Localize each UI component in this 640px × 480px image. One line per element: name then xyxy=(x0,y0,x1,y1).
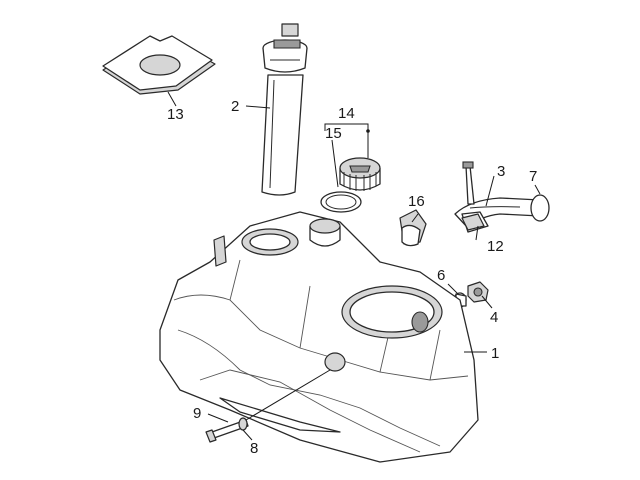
part-15-seal-ring xyxy=(320,191,362,213)
fuel-cap xyxy=(339,157,381,191)
label-part-4: 4 xyxy=(490,309,498,326)
part-14-bracket xyxy=(324,123,370,188)
label-part-7: 7 xyxy=(529,168,537,185)
part-16-grommet xyxy=(399,209,427,247)
part-2-fuel-sender-tube xyxy=(261,23,308,196)
part-1-fuel-tank xyxy=(159,211,479,463)
part-8-washer xyxy=(238,417,248,431)
label-part-2: 2 xyxy=(231,98,239,115)
label-part-6: 6 xyxy=(437,267,445,284)
label-part-15: 15 xyxy=(325,125,342,142)
label-part-9: 9 xyxy=(193,405,201,422)
label-part-14: 14 xyxy=(338,105,355,122)
part-13-gasket-plate xyxy=(102,35,216,95)
label-part-8: 8 xyxy=(250,440,258,457)
label-part-12: 12 xyxy=(487,238,504,255)
label-part-1: 1 xyxy=(491,345,499,362)
leader-lines xyxy=(167,91,541,441)
label-part-16: 16 xyxy=(408,193,425,210)
label-part-13: 13 xyxy=(167,106,184,123)
part-7-hose-clamp xyxy=(530,194,550,222)
part-12-clip xyxy=(461,213,485,231)
label-part-3: 3 xyxy=(497,163,505,180)
